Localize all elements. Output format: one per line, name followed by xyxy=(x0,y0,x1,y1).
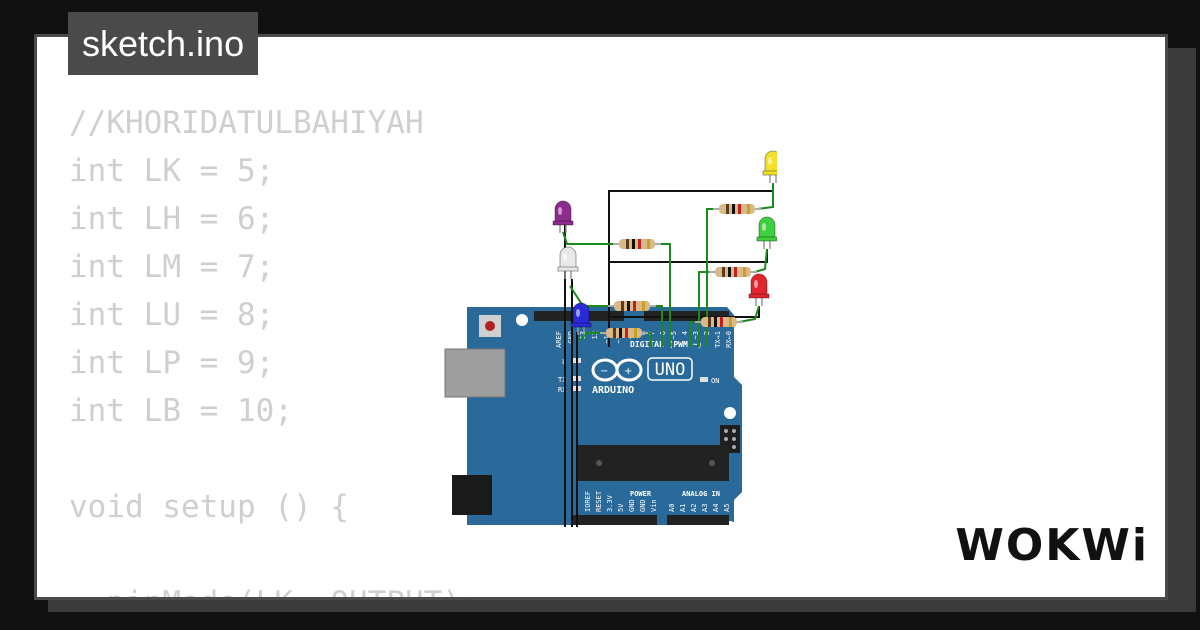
pin-label: GND xyxy=(639,499,647,512)
pin-label: A0 xyxy=(668,504,676,512)
svg-text:+: + xyxy=(624,366,632,377)
code-line: int LU = 8; xyxy=(69,297,275,333)
code-line: pinMode(LK, OUTPUT); xyxy=(69,579,479,597)
board-brand: ARDUINO xyxy=(592,385,634,396)
pin-label: Vin xyxy=(650,499,658,512)
code-line xyxy=(69,435,480,483)
pin-label: 4 xyxy=(681,331,689,335)
code-line: int LB = 10; xyxy=(69,393,293,429)
led-rx-label: RX xyxy=(558,386,567,394)
wokwi-logo: WOKWi xyxy=(955,520,1149,571)
pin-label: 5V xyxy=(617,503,625,512)
led-on-label: ON xyxy=(711,377,719,385)
led-yellow[interactable] xyxy=(762,150,777,183)
svg-text:−: − xyxy=(600,366,608,377)
pin-label: RX←0 xyxy=(725,331,733,348)
code-line: int LH = 6; xyxy=(69,201,275,237)
code-line: int LM = 7; xyxy=(69,249,275,285)
pin-label: ~5 xyxy=(670,331,678,339)
atmega-chip xyxy=(577,445,729,481)
led-blue[interactable] xyxy=(570,302,592,335)
pin-label: A5 xyxy=(723,504,731,512)
mounting-hole xyxy=(516,314,528,326)
led-on-indicator xyxy=(700,377,708,382)
pin-label: A4 xyxy=(712,504,720,512)
code-line: int LP = 9; xyxy=(69,345,275,381)
mounting-hole xyxy=(724,407,736,419)
analog-header-label: ANALOG IN xyxy=(682,490,720,498)
led-purple[interactable] xyxy=(552,200,574,233)
power-jack xyxy=(452,475,492,515)
arduino-uno-board[interactable]: AREF GND 1312~11~10~987~6~54~32TX→1RX←0 … xyxy=(444,307,742,527)
code-line: void setup () { xyxy=(69,489,349,525)
pin-label: A1 xyxy=(679,504,687,512)
pin-label: 13 xyxy=(579,331,587,339)
pin-label: RESET xyxy=(595,490,603,512)
led-red[interactable] xyxy=(748,273,770,306)
code-line: //KHORIDATULBAHIYAH xyxy=(69,105,424,141)
resistor[interactable] xyxy=(608,301,656,311)
pin-label: GND xyxy=(628,499,636,512)
pin-label: IOREF xyxy=(584,491,592,512)
pin-label: TX→1 xyxy=(714,331,722,348)
code-line xyxy=(69,531,480,579)
resistor[interactable] xyxy=(713,204,761,214)
digital-header-label: DIGITAL (PWM ~) xyxy=(630,340,702,349)
analog-header xyxy=(667,515,729,525)
uno-badge xyxy=(647,357,693,381)
pin-label: A3 xyxy=(701,504,709,512)
code-editor: //KHORIDATULBAHIYAH int LK = 5; int LH = 6… xyxy=(69,99,480,597)
led-green[interactable] xyxy=(756,216,777,249)
resistor[interactable] xyxy=(600,328,648,338)
led-white[interactable] xyxy=(557,246,579,279)
pin-label: 12 xyxy=(591,331,599,339)
resistor[interactable] xyxy=(709,267,757,277)
led-tx-label: TX xyxy=(558,376,567,384)
pin-label: 3.3V xyxy=(606,494,614,512)
code-line: int LK = 5; xyxy=(69,153,275,189)
usb-connector xyxy=(444,348,506,398)
power-header-label: POWER xyxy=(630,490,652,498)
pin-label: A2 xyxy=(690,504,698,512)
pin-label: ~3 xyxy=(692,331,700,339)
board-model: UNO xyxy=(655,360,686,380)
reset-button-cap xyxy=(485,321,495,331)
resistor[interactable] xyxy=(695,317,743,327)
circuit-diagram: AREF GND 1312~11~10~987~6~54~32TX→1RX←0 … xyxy=(444,150,777,527)
power-header xyxy=(572,515,657,525)
preview-card: //KHORIDATULBAHIYAH int LK = 5; int LH = 6… xyxy=(34,34,1168,600)
pin-label: ~11 xyxy=(603,331,611,344)
resistors xyxy=(600,204,761,338)
file-tab[interactable]: sketch.ino xyxy=(68,12,259,75)
resistor[interactable] xyxy=(613,239,661,249)
pin-label-aref: AREF xyxy=(555,331,563,348)
leds xyxy=(552,150,777,335)
arduino-logo: − + xyxy=(591,358,643,382)
